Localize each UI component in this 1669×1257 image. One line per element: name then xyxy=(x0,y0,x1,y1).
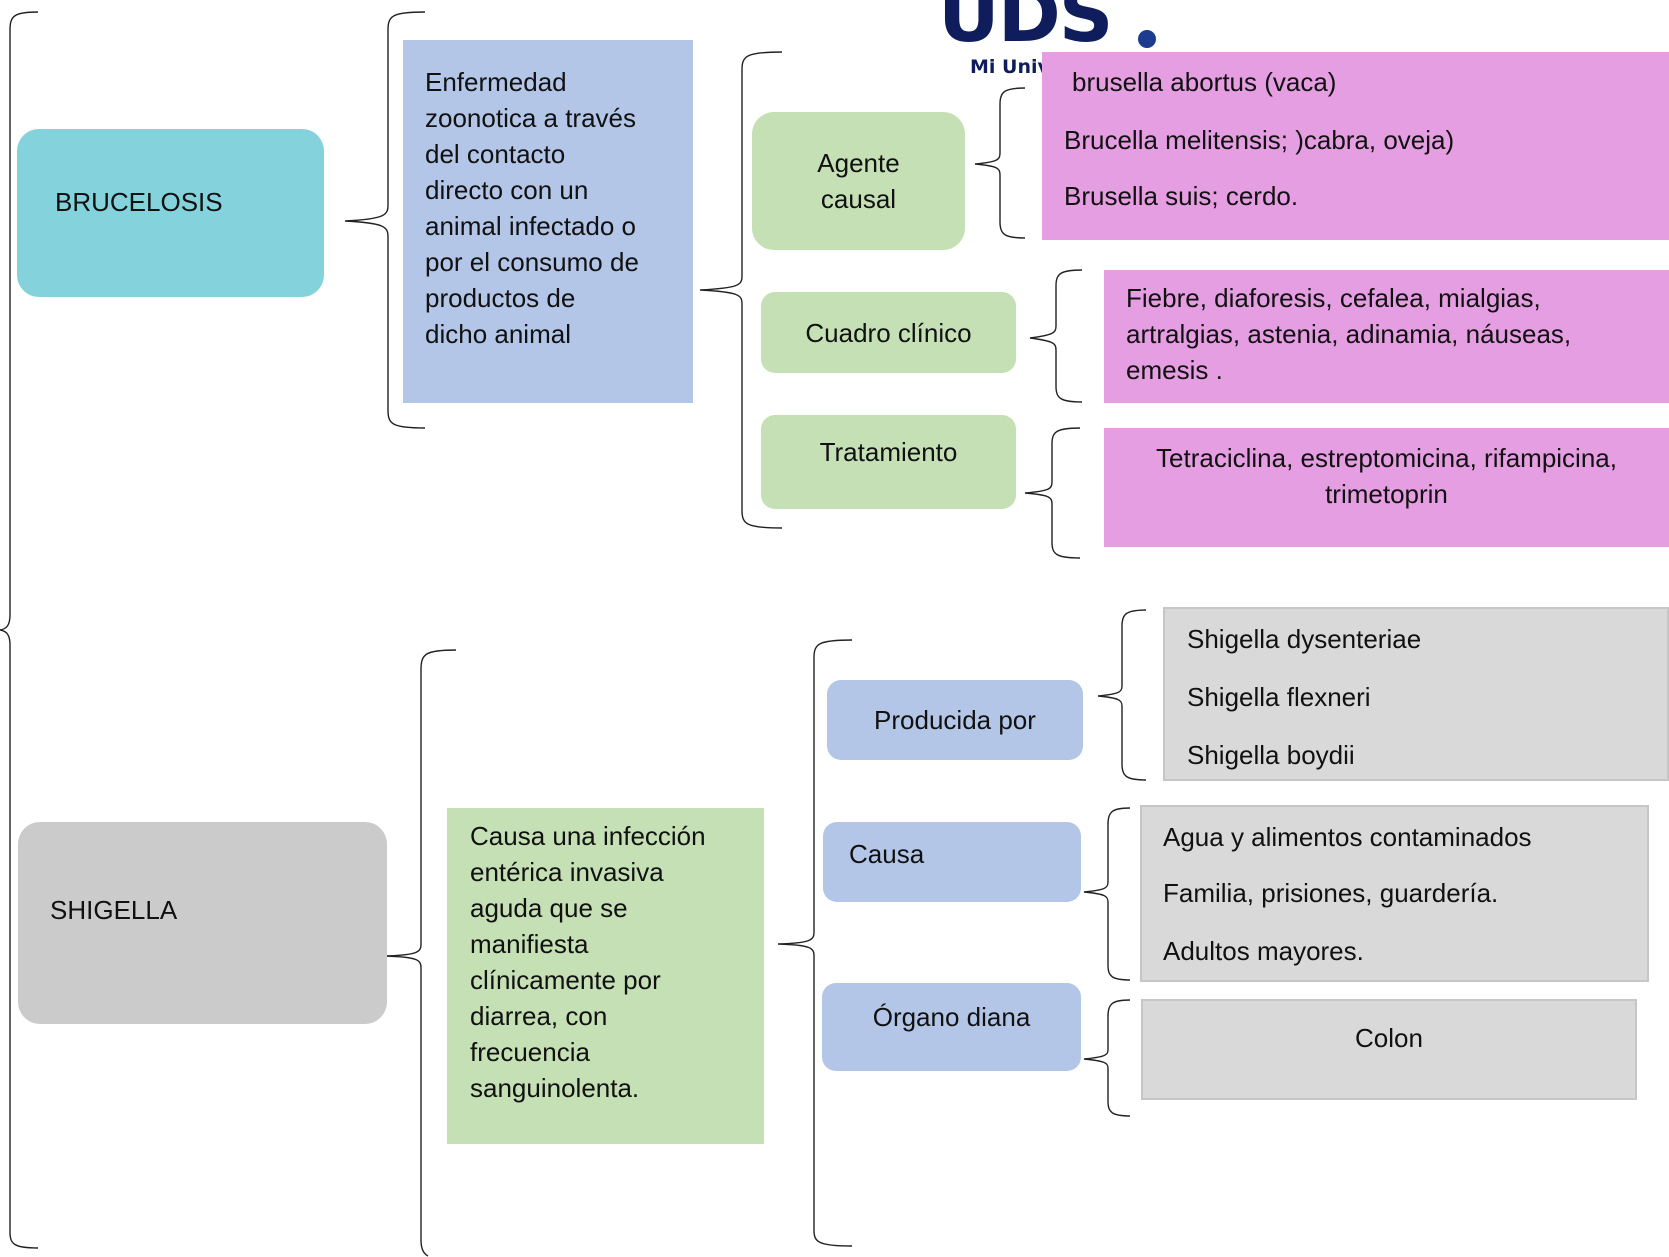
agente-label-line: Agente xyxy=(817,148,900,178)
brucelosis-definition-box: Enfermedad zoonotica a través del contac… xyxy=(403,40,693,403)
shigella-title: SHIGELLA xyxy=(50,895,178,925)
shigella-sub-brace xyxy=(777,639,853,1247)
agente-item: brusella abortus (vaca) xyxy=(1072,67,1337,97)
agente-item: Brusella suis; cerdo. xyxy=(1064,181,1299,211)
producida-items-box: Shigella dysenteriae Shigella flexneri S… xyxy=(1163,607,1669,781)
cuadro-brace xyxy=(1029,269,1083,403)
definition-line: dicho animal xyxy=(425,319,571,349)
producida-item: Shigella dysenteriae xyxy=(1187,624,1422,654)
organo-text: Colon xyxy=(1355,1023,1423,1053)
logo-dot xyxy=(1138,30,1156,48)
definition-line: entérica invasiva xyxy=(470,857,664,887)
definition-line: Enfermedad xyxy=(425,67,567,97)
definition-line: productos de xyxy=(425,283,576,313)
uds-logo: UDS Mi Univ xyxy=(920,0,1170,85)
definition-line: del contacto xyxy=(425,139,566,169)
cuadro-text-line: emesis . xyxy=(1126,355,1223,385)
agente-causal-box: Agente causal xyxy=(752,112,965,250)
definition-line: animal infectado o xyxy=(425,211,637,241)
causa-brace xyxy=(1083,807,1131,981)
causa-item: Familia, prisiones, guardería. xyxy=(1163,878,1499,908)
causa-items-box: Agua y alimentos contaminados Familia, p… xyxy=(1140,805,1649,982)
organo-diana-box: Órgano diana xyxy=(822,983,1081,1071)
definition-line: manifiesta xyxy=(470,929,589,959)
logo-subtitle: Mi Univ xyxy=(970,56,1050,78)
organo-label: Órgano diana xyxy=(872,1002,1031,1032)
tratamiento-box: Tratamiento xyxy=(761,415,1016,509)
producida-brace xyxy=(1097,609,1147,781)
main-brace xyxy=(0,11,39,1249)
definition-line: Causa una infección xyxy=(470,821,706,851)
definition-line: frecuencia xyxy=(470,1037,590,1067)
tratamiento-text-line: Tetraciclina, estreptomicina, rifampicin… xyxy=(1156,443,1617,473)
brucelosis-sub-brace xyxy=(699,51,783,529)
producida-label: Producida por xyxy=(874,705,1036,735)
definition-line: sanguinolenta. xyxy=(470,1073,640,1103)
producida-por-box: Producida por xyxy=(827,680,1083,760)
definition-line: aguda que se xyxy=(470,893,628,923)
tratamiento-text-line: trimetoprin xyxy=(1325,479,1448,509)
brucelosis-def-brace xyxy=(344,11,426,429)
agente-item: Brucella melitensis; )cabra, oveja) xyxy=(1064,125,1455,155)
definition-line: diarrea, con xyxy=(470,1001,608,1031)
shigella-def-brace xyxy=(384,649,457,1257)
tratamiento-text-box: Tetraciclina, estreptomicina, rifampicin… xyxy=(1104,428,1669,547)
cuadro-text-line: Fiebre, diaforesis, cefalea, mialgias, xyxy=(1126,283,1541,313)
logo-text: UDS xyxy=(938,0,1114,59)
tratamiento-label: Tratamiento xyxy=(819,437,958,467)
causa-item: Agua y alimentos contaminados xyxy=(1163,822,1532,852)
organo-text-box: Colon xyxy=(1141,999,1637,1100)
causa-label: Causa xyxy=(849,839,925,869)
cuadro-clinico-box: Cuadro clínico xyxy=(761,292,1016,373)
definition-line: clínicamente por xyxy=(470,965,661,995)
producida-item: Shigella flexneri xyxy=(1187,682,1371,712)
definition-line: zoonotica a través xyxy=(425,103,637,133)
brucelosis-title-box: BRUCELOSIS xyxy=(17,129,324,297)
shigella-title-box: SHIGELLA xyxy=(18,822,387,1024)
causa-box: Causa xyxy=(823,822,1081,902)
tratamiento-brace xyxy=(1024,427,1081,559)
producida-item: Shigella boydii xyxy=(1187,740,1355,770)
cuadro-text-line: artralgias, astenia, adinamia, náuseas, xyxy=(1126,319,1572,349)
brucelosis-title: BRUCELOSIS xyxy=(55,187,223,217)
agente-label-line: causal xyxy=(820,184,897,214)
agente-brace xyxy=(974,87,1026,239)
definition-line: por el consumo de xyxy=(425,247,639,277)
shigella-definition-box: Causa una infección entérica invasiva ag… xyxy=(447,808,764,1144)
causa-item: Adultos mayores. xyxy=(1163,936,1364,966)
cuadro-label: Cuadro clínico xyxy=(805,317,972,348)
cuadro-text-box: Fiebre, diaforesis, cefalea, mialgias, a… xyxy=(1104,270,1669,403)
agente-items-box: brusella abortus (vaca) Brucella meliten… xyxy=(1042,52,1669,240)
definition-line: directo con un xyxy=(425,175,589,205)
organo-brace xyxy=(1083,999,1131,1117)
